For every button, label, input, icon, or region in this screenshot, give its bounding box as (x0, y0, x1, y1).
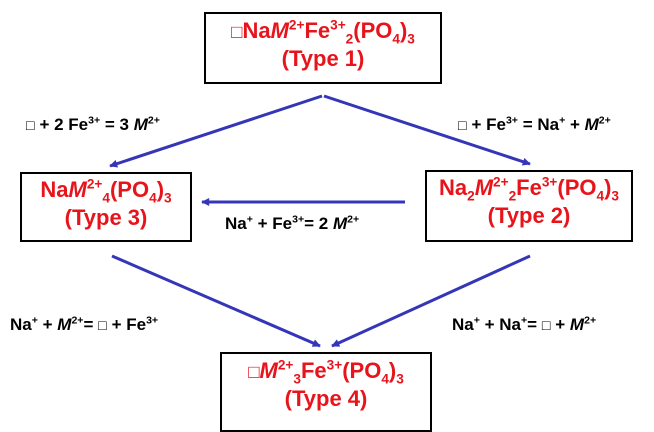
reaction-label-type3-to-type4: Na+ + M2+= □ + Fe3+ (10, 314, 159, 334)
arrow-type2-to-type4 (331, 254, 531, 348)
reaction-label-type1-to-type3: □ + 2 Fe3+ = 3 M2+ (26, 114, 160, 134)
arrow-type1-to-type3 (109, 94, 323, 168)
box-type-1: □NaM2+Fe3+2(PO4)3 (Type 1) (204, 12, 442, 84)
box-type-3: NaM2+4(PO4)3 (Type 3) (20, 172, 192, 242)
label-type-1: (Type 1) (281, 46, 365, 71)
reaction-label-type1-to-type2: □ + Fe3+ = Na+ + M2+ (458, 114, 611, 134)
formula-type-1: □NaM2+Fe3+2(PO4)3 (231, 17, 415, 47)
formula-type-4: □M2+3Fe3+(PO4)3 (248, 357, 404, 387)
reaction-label-type2-to-type3: Na+ + Fe3+= 2 M2+ (225, 213, 360, 233)
arrow-type3-to-type4 (111, 254, 321, 348)
arrow-type1-to-type2 (323, 94, 531, 166)
formula-type-3: NaM2+4(PO4)3 (40, 176, 172, 206)
box-type-4: □M2+3Fe3+(PO4)3 (Type 4) (220, 352, 432, 432)
label-type-4: (Type 4) (284, 386, 368, 411)
box-type-2: Na2M2+2Fe3+(PO4)3 (Type 2) (425, 170, 633, 242)
label-type-3: (Type 3) (64, 205, 148, 230)
formula-type-2: Na2M2+2Fe3+(PO4)3 (439, 174, 619, 204)
reaction-label-type2-to-type4: Na+ + Na+= □ + M2+ (452, 314, 597, 334)
label-type-2: (Type 2) (487, 203, 571, 228)
